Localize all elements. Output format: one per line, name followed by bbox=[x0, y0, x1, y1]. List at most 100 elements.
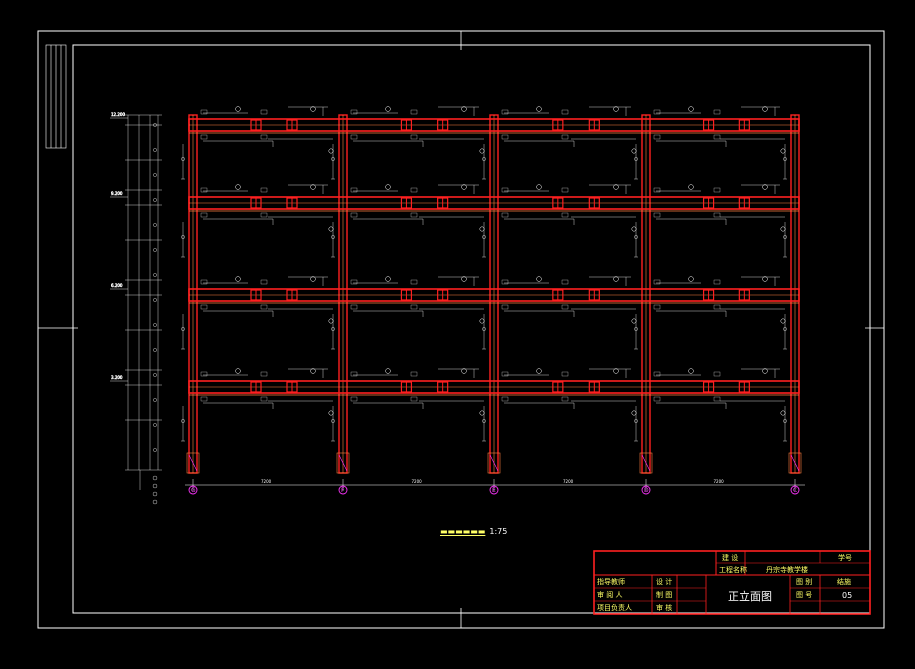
level-label-3: 3.200 bbox=[111, 375, 123, 380]
tag-box-c-3-0 bbox=[200, 396, 208, 402]
tag-box-c-2-2 bbox=[501, 304, 509, 310]
col-marker-1-4 bbox=[783, 235, 787, 239]
col-marker-3-0 bbox=[181, 419, 185, 423]
elev-marker-5 bbox=[153, 248, 157, 252]
tb-drawing-title: 正立面图 bbox=[728, 589, 772, 603]
tag-box-d-2-1 bbox=[410, 304, 418, 310]
axis-bubble-0 bbox=[188, 485, 198, 495]
col-marker-2-4 bbox=[783, 327, 787, 331]
tag-box-c-0-1 bbox=[350, 134, 358, 140]
tag-box-d-2-0 bbox=[260, 304, 268, 310]
elev-marker-3 bbox=[153, 198, 157, 202]
tb-label-category: 图 别 bbox=[796, 577, 812, 586]
tb-label-project-lead: 项目负责人 bbox=[597, 603, 632, 612]
tag-box-d-0-3 bbox=[713, 134, 721, 140]
marker-c-1-2 bbox=[631, 226, 637, 232]
tag-box-b-3-1 bbox=[410, 371, 418, 377]
tag-box-c-1-2 bbox=[501, 212, 509, 218]
tag-box-b-3-0 bbox=[260, 371, 268, 377]
tag-box-a-0-0 bbox=[200, 109, 208, 115]
marker-b-0-0 bbox=[310, 106, 316, 112]
elev-marker-8 bbox=[153, 323, 157, 327]
tb-value-number: 05 bbox=[842, 591, 852, 600]
elev-marker-4 bbox=[153, 223, 157, 227]
axis-bubble-4 bbox=[790, 485, 800, 495]
marker-c-1-3 bbox=[780, 226, 786, 232]
elev-marker-13 bbox=[153, 448, 157, 452]
marker-b-0-2 bbox=[613, 106, 619, 112]
col-marker-1-1 bbox=[331, 235, 335, 239]
col-marker-0-4 bbox=[783, 157, 787, 161]
footing-4 bbox=[788, 452, 802, 474]
col-marker-2-0 bbox=[181, 327, 185, 331]
footing-hatch-2 bbox=[489, 454, 499, 472]
tag-box-c-2-0 bbox=[200, 304, 208, 310]
marker-c-3-3 bbox=[780, 410, 786, 416]
tag-box-d-3-1 bbox=[410, 396, 418, 402]
tag-box-c-0-2 bbox=[501, 134, 509, 140]
col-marker-0-1 bbox=[331, 157, 335, 161]
tag-box-b-3-3 bbox=[713, 371, 721, 377]
tag-box-a-3-1 bbox=[350, 371, 358, 377]
elev-marker-0 bbox=[153, 123, 157, 127]
col-marker-2-2 bbox=[482, 327, 486, 331]
marker-b-1-2 bbox=[613, 184, 619, 190]
marker-b-3-2 bbox=[613, 368, 619, 374]
col-marker-3-2 bbox=[482, 419, 486, 423]
tag-box-c-2-1 bbox=[350, 304, 358, 310]
marker-a-0-2 bbox=[536, 106, 542, 112]
tag-box-b-0-1 bbox=[410, 109, 418, 115]
marker-b-2-1 bbox=[461, 276, 467, 282]
col-marker-1-2 bbox=[482, 235, 486, 239]
footing-0 bbox=[186, 452, 200, 474]
tag-box-a-3-0 bbox=[200, 371, 208, 377]
marker-a-3-2 bbox=[536, 368, 542, 374]
elev-marker-9 bbox=[153, 348, 157, 352]
marker-a-1-0 bbox=[235, 184, 241, 190]
col-marker-1-0 bbox=[181, 235, 185, 239]
tag-box-b-1-0 bbox=[260, 187, 268, 193]
axis-label-1: F bbox=[341, 487, 345, 494]
tag-box-c-2-3 bbox=[653, 304, 661, 310]
tb-row1-col3: 学号 bbox=[838, 553, 852, 562]
tag-box-a-0-2 bbox=[501, 109, 509, 115]
tag-box-a-2-3 bbox=[653, 279, 661, 285]
marker-c-2-1 bbox=[479, 318, 485, 324]
marker-c-3-2 bbox=[631, 410, 637, 416]
marker-a-2-3 bbox=[688, 276, 694, 282]
tag-box-b-1-1 bbox=[410, 187, 418, 193]
bay-dim-0: 7200 bbox=[261, 479, 272, 484]
marker-b-0-1 bbox=[461, 106, 467, 112]
marker-c-3-0 bbox=[328, 410, 334, 416]
marker-a-1-1 bbox=[385, 184, 391, 190]
footing-hatch-1 bbox=[338, 454, 348, 472]
base-marker-0 bbox=[152, 475, 158, 481]
level-label-0: 12.200 bbox=[111, 112, 125, 117]
marker-b-1-3 bbox=[762, 184, 768, 190]
tag-box-a-3-3 bbox=[653, 371, 661, 377]
tag-box-b-3-2 bbox=[561, 371, 569, 377]
tag-box-b-2-1 bbox=[410, 279, 418, 285]
tag-box-d-1-3 bbox=[713, 212, 721, 218]
base-marker-1 bbox=[152, 483, 158, 489]
tag-box-a-3-2 bbox=[501, 371, 509, 377]
marker-a-0-0 bbox=[235, 106, 241, 112]
tag-box-d-0-0 bbox=[260, 134, 268, 140]
tag-box-c-1-0 bbox=[200, 212, 208, 218]
tb-label-draw: 制 图 bbox=[656, 590, 672, 599]
marker-a-2-0 bbox=[235, 276, 241, 282]
marker-b-3-0 bbox=[310, 368, 316, 374]
tag-box-b-0-3 bbox=[713, 109, 721, 115]
col-marker-0-0 bbox=[181, 157, 185, 161]
tb-row2-col2: 丹宗寺教学楼 bbox=[766, 565, 808, 574]
elev-marker-2 bbox=[153, 173, 157, 177]
marker-a-2-1 bbox=[385, 276, 391, 282]
tag-box-d-3-2 bbox=[561, 396, 569, 402]
tb-label-reviewer: 审 阅 人 bbox=[597, 590, 622, 599]
binding-strip bbox=[45, 44, 67, 149]
marker-c-0-3 bbox=[780, 148, 786, 154]
tag-box-d-0-2 bbox=[561, 134, 569, 140]
marker-b-0-3 bbox=[762, 106, 768, 112]
